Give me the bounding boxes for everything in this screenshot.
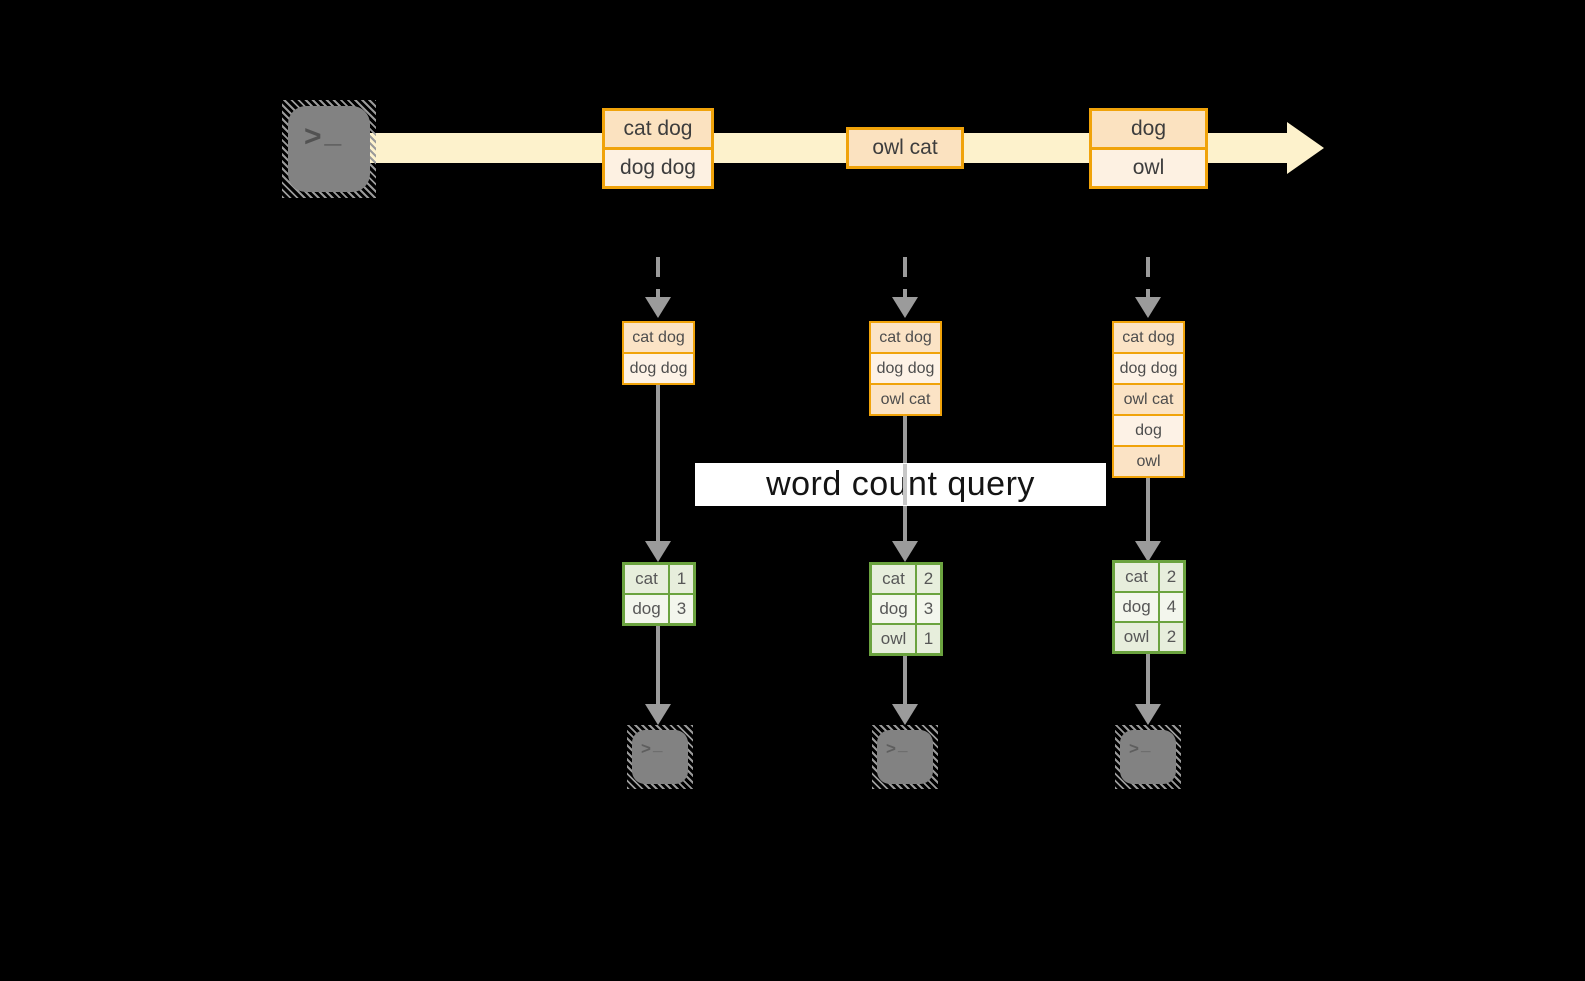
count-cell: 1: [670, 565, 693, 593]
count-cell: 2: [1160, 563, 1183, 591]
word-cell: dog: [872, 595, 915, 623]
dashed-arrow-head-icon: [645, 297, 671, 318]
count-cell: 3: [670, 595, 693, 623]
output-arrow-head-icon: [892, 704, 918, 725]
word-cell: dog: [625, 595, 668, 623]
batch-line: owl: [1092, 150, 1205, 186]
sink-terminal-icon: >_: [872, 725, 938, 789]
count-cell: 4: [1160, 593, 1183, 621]
stream-timeline-arrowhead-icon: [1287, 122, 1324, 174]
word-cell: dog: [1115, 593, 1158, 621]
query-arrow-line: [656, 385, 660, 542]
count-cell: 3: [917, 595, 940, 623]
input-line: dog dog: [1114, 354, 1183, 383]
dashed-arrow-line: [656, 257, 660, 297]
terminal-prompt-glyph: >_: [288, 106, 370, 192]
input-line: cat dog: [624, 323, 693, 352]
word-cell: cat: [625, 565, 668, 593]
timeline-batch-3: dog owl: [1089, 108, 1208, 189]
dashed-arrow-head-icon: [1135, 297, 1161, 318]
input-line: cat dog: [871, 323, 940, 352]
source-terminal-icon: >_: [282, 100, 376, 198]
input-line: owl: [1114, 447, 1183, 476]
batch-line: owl cat: [849, 130, 961, 166]
count-cell: 2: [1160, 623, 1183, 651]
terminal-prompt-glyph: >_: [1120, 730, 1176, 784]
word-cell: cat: [872, 565, 915, 593]
input-line: cat dog: [1114, 323, 1183, 352]
accumulated-input-1: cat dog dog dog: [622, 321, 695, 385]
query-arrow-head-icon: [1135, 541, 1161, 562]
dashed-arrow-head-icon: [892, 297, 918, 318]
query-arrow-line: [1146, 478, 1150, 542]
sink-terminal-icon: >_: [1115, 725, 1181, 789]
word-cell: owl: [1115, 623, 1158, 651]
input-line: owl cat: [871, 385, 940, 414]
output-arrow-line: [1146, 654, 1150, 705]
input-line: dog dog: [624, 354, 693, 383]
result-table-3: cat 2 dog 4 owl 2: [1112, 560, 1186, 654]
dashed-arrow-line: [903, 257, 907, 297]
query-arrow-line-faded: [903, 464, 907, 505]
output-arrow-line: [903, 656, 907, 705]
query-arrow-head-icon: [892, 541, 918, 562]
input-line: owl cat: [1114, 385, 1183, 414]
count-cell: 1: [917, 625, 940, 653]
output-arrow-head-icon: [1135, 704, 1161, 725]
result-table-1: cat 1 dog 3: [622, 562, 696, 626]
result-table-2: cat 2 dog 3 owl 1: [869, 562, 943, 656]
query-label-box: word count query: [695, 463, 1106, 506]
output-arrow-head-icon: [645, 704, 671, 725]
terminal-prompt-glyph: >_: [632, 730, 688, 784]
input-line: dog dog: [871, 354, 940, 383]
query-arrow-head-icon: [645, 541, 671, 562]
timeline-batch-2: owl cat: [846, 127, 964, 169]
batch-line: cat dog: [605, 111, 711, 147]
dashed-arrow-line: [1146, 257, 1150, 297]
count-cell: 2: [917, 565, 940, 593]
input-line: dog: [1114, 416, 1183, 445]
terminal-prompt-glyph: >_: [877, 730, 933, 784]
accumulated-input-3: cat dog dog dog owl cat dog owl: [1112, 321, 1185, 478]
sink-terminal-icon: >_: [627, 725, 693, 789]
batch-line: dog: [1092, 111, 1205, 147]
accumulated-input-2: cat dog dog dog owl cat: [869, 321, 942, 416]
output-arrow-line: [656, 626, 660, 705]
timeline-batch-1: cat dog dog dog: [602, 108, 714, 189]
word-cell: owl: [872, 625, 915, 653]
query-label: word count query: [766, 465, 1035, 503]
batch-line: dog dog: [605, 150, 711, 186]
word-cell: cat: [1115, 563, 1158, 591]
